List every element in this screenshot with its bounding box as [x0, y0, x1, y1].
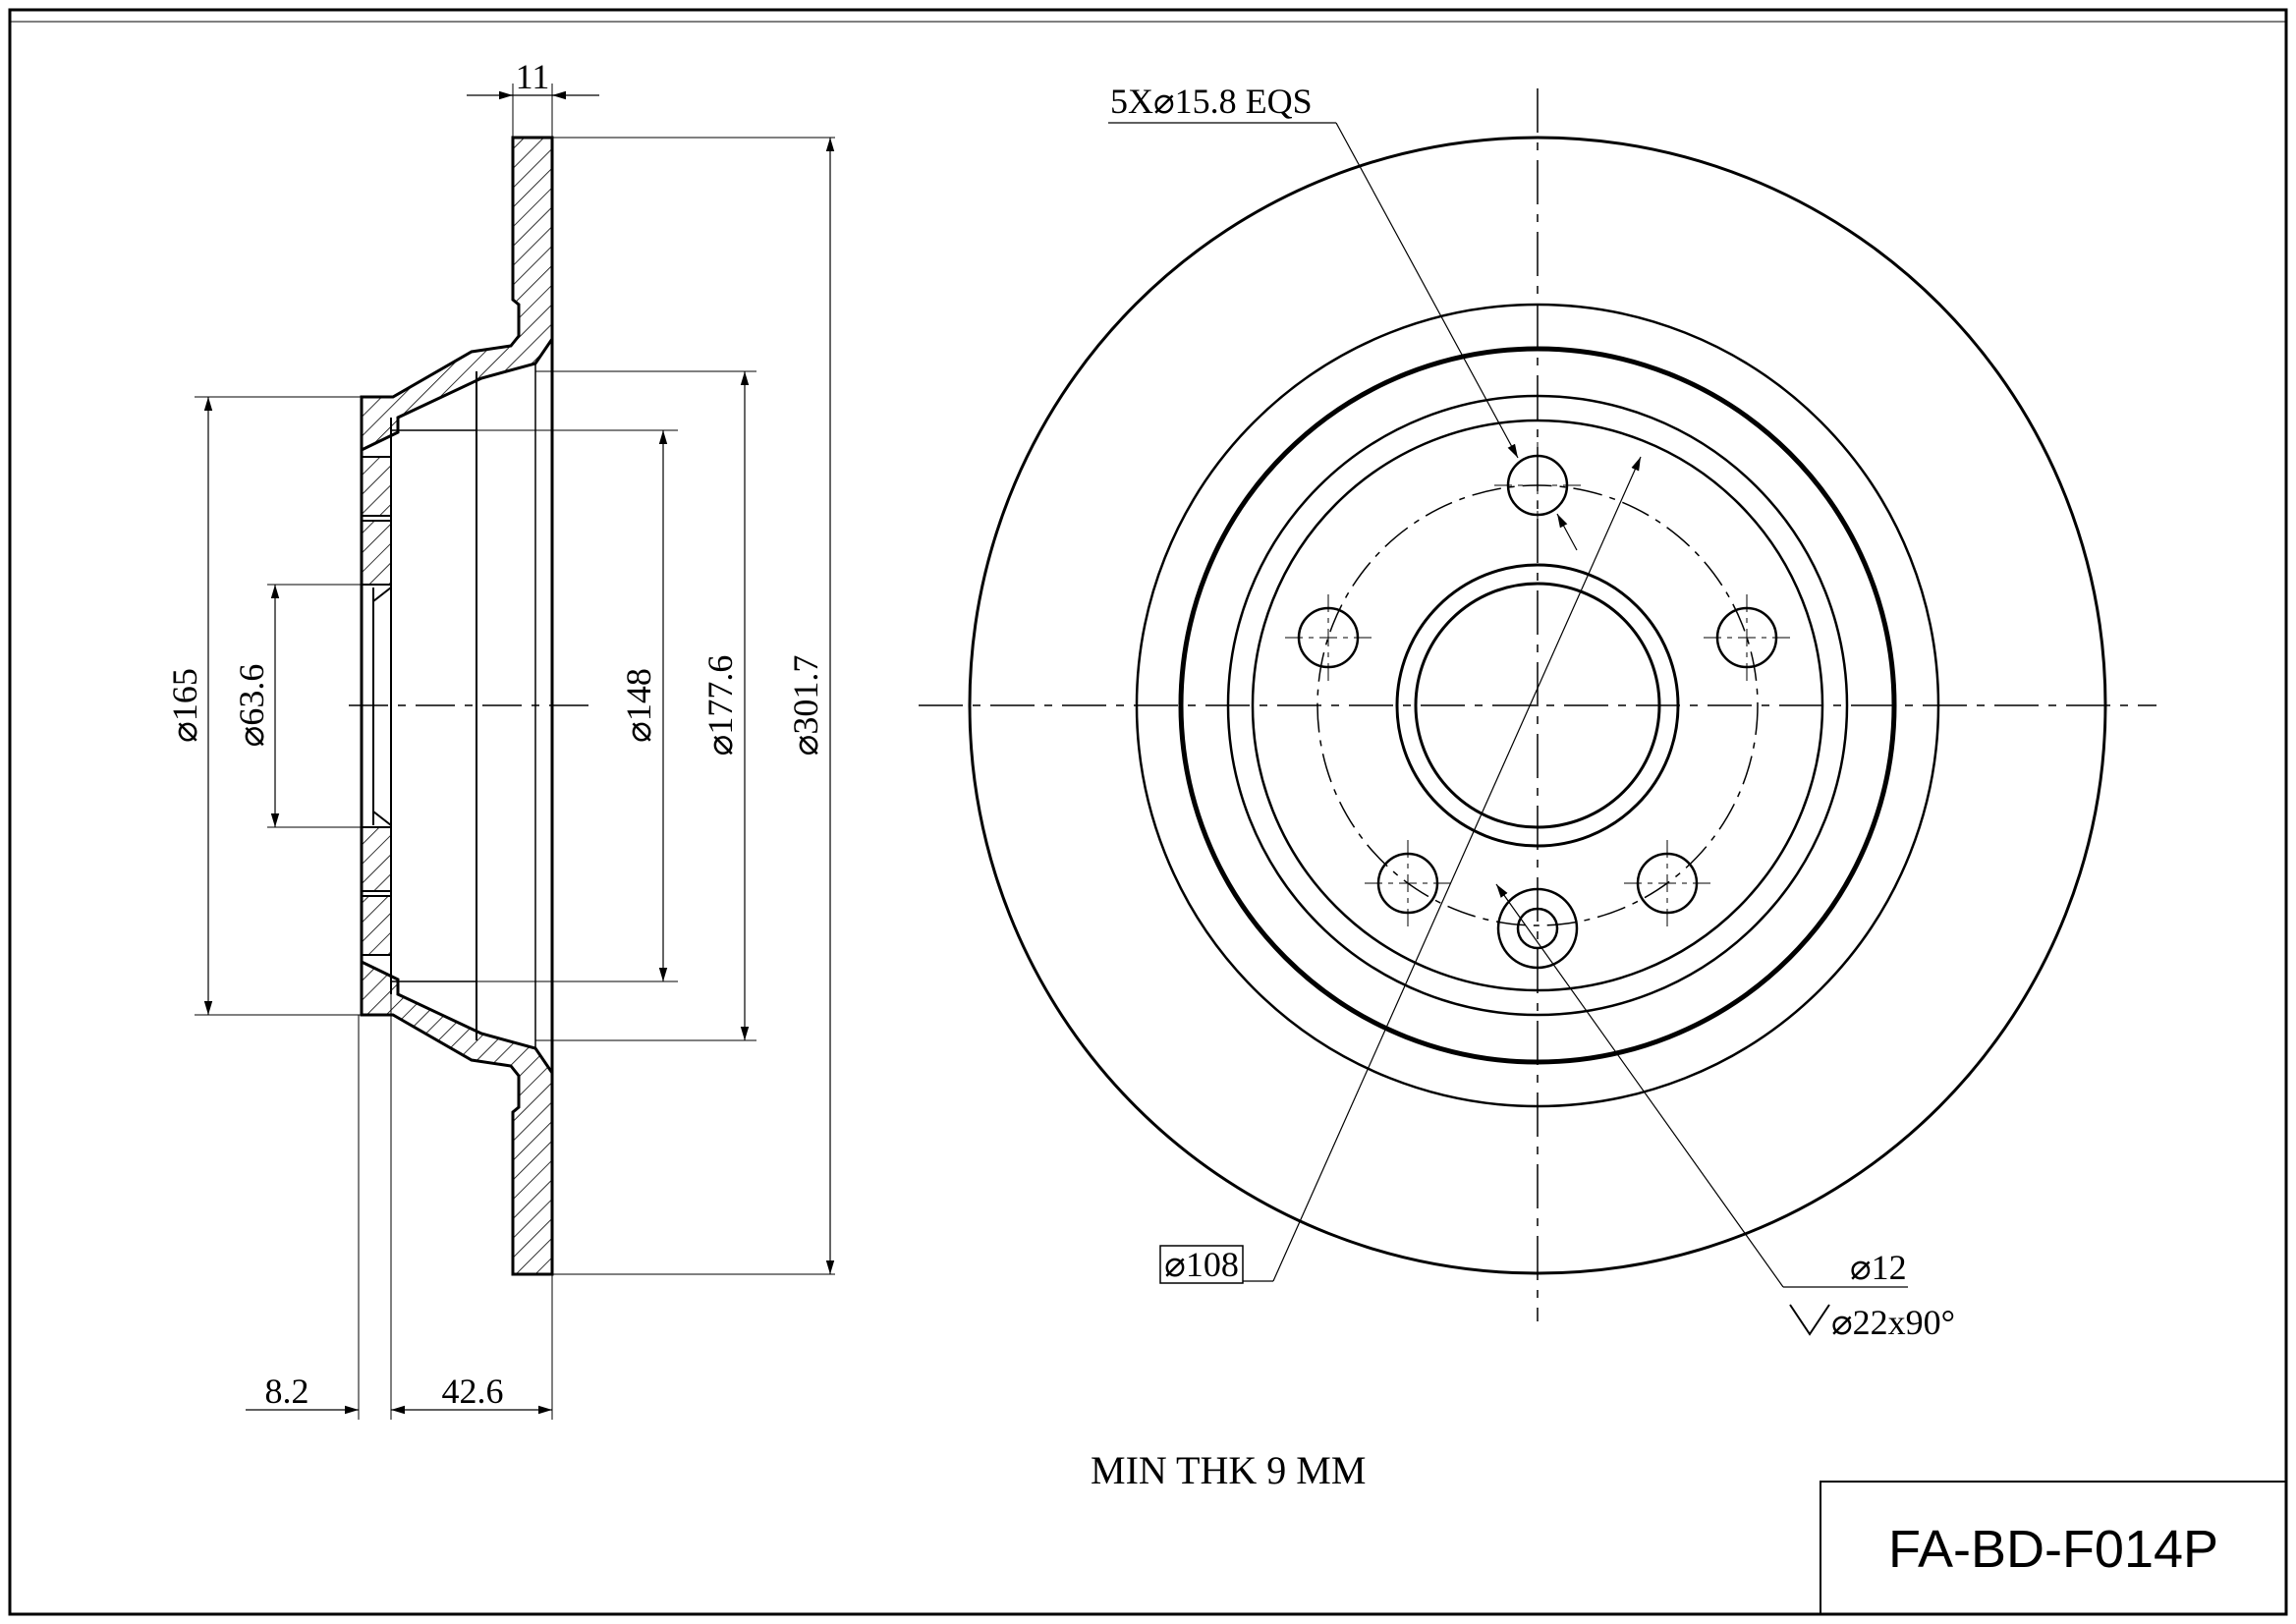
- label-bolt-circle: ⌀108: [1164, 1245, 1239, 1284]
- dim-center-bore: ⌀63.6: [232, 664, 271, 748]
- dim-hat-inner: ⌀148: [619, 668, 658, 743]
- section-lower: [360, 959, 554, 1276]
- flange-lower-a: [361, 826, 392, 892]
- flange-upper-a: [361, 456, 392, 517]
- dim-hat-outer: ⌀177.6: [700, 655, 740, 756]
- drawing-frame: [8, 8, 2288, 1616]
- min-thickness-note: MIN THK 9 MM: [1091, 1448, 1366, 1492]
- dim-outer-diameter: ⌀301.7: [786, 655, 825, 756]
- dim-hub-diameter: ⌀165: [165, 668, 204, 743]
- dim-thickness: 11: [516, 57, 550, 96]
- section-view: 11 ⌀301.7 ⌀177.6 ⌀148 ⌀165 ⌀63.6 8.2 42.…: [165, 57, 835, 1420]
- bolt-circle-label-box: [1159, 1245, 1244, 1284]
- flange-lower-b: [361, 895, 392, 956]
- bolt-hole-2: [1704, 594, 1790, 681]
- part-number: FA-BD-F014P: [1888, 1520, 2218, 1579]
- flange-upper-b: [361, 520, 392, 586]
- label-bolt-holes: 5X⌀15.8 EQS: [1110, 82, 1313, 121]
- label-countersink: ⌀22x90°: [1831, 1303, 1955, 1342]
- bolt-hole-5: [1285, 594, 1372, 681]
- countersink-symbol: [1789, 1304, 1830, 1336]
- dim-total-height: 42.6: [442, 1372, 504, 1411]
- front-view: 5X⌀15.8 EQS ⌀108 ⌀12 ⌀22x90°: [919, 82, 2156, 1342]
- title-block: [1820, 1481, 2287, 1615]
- section-upper: [360, 136, 554, 453]
- bolt-hole-4: [1365, 840, 1451, 926]
- label-small-hole: ⌀12: [1850, 1248, 1907, 1287]
- dim-flange-thickness: 8.2: [265, 1372, 309, 1411]
- bolt-hole-3: [1624, 840, 1710, 926]
